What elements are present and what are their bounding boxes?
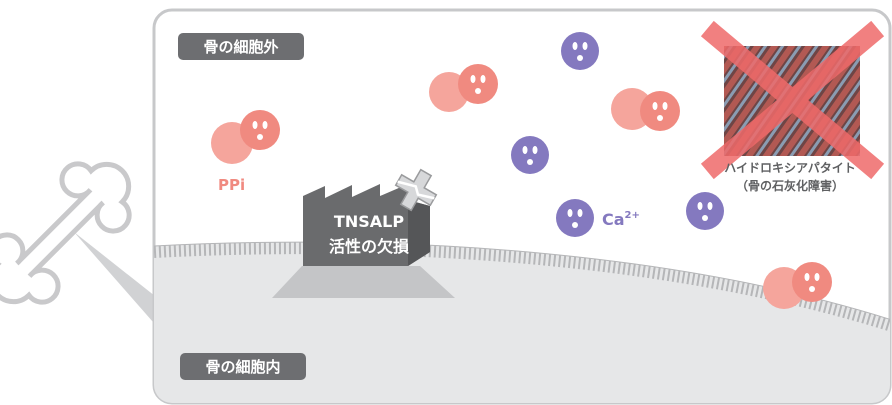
zoom-wedge	[74, 232, 160, 330]
tnsalp-label: TNSALP	[334, 212, 404, 231]
ppi-molecule-icon	[429, 64, 498, 112]
factory-icon	[303, 184, 430, 266]
calcium-ion-icon	[686, 192, 724, 230]
cell-membrane	[154, 242, 890, 332]
outside-label-bg	[178, 33, 304, 60]
bone-icon	[0, 161, 132, 305]
ppi-molecule-icon	[611, 88, 680, 131]
inside-label: 骨の細胞内	[205, 358, 280, 376]
calcium-ion-icon	[511, 136, 549, 174]
calcium-charge: 2+	[625, 210, 640, 221]
inside-label-bg	[180, 353, 306, 380]
ppi-label: PPi	[218, 176, 245, 194]
ppi-molecule-icon	[763, 262, 832, 309]
calcium-ion-icon	[561, 32, 599, 70]
hydroxyapatite-label: ハイドロキシアパタイト	[724, 161, 856, 175]
calcium-label: Ca2+	[602, 210, 640, 229]
mineralization-note: （骨の石灰化障害）	[736, 178, 844, 193]
outside-label: 骨の細胞外	[203, 38, 278, 56]
tnsalp-deficiency-label: 活性の欠損	[329, 237, 410, 256]
x-mark-icon	[700, 20, 885, 180]
broken-cross-icon	[394, 168, 438, 212]
ppi-molecule-icon	[211, 110, 280, 164]
calcium-ion-icon	[556, 199, 594, 237]
factory-shadow	[272, 266, 455, 298]
